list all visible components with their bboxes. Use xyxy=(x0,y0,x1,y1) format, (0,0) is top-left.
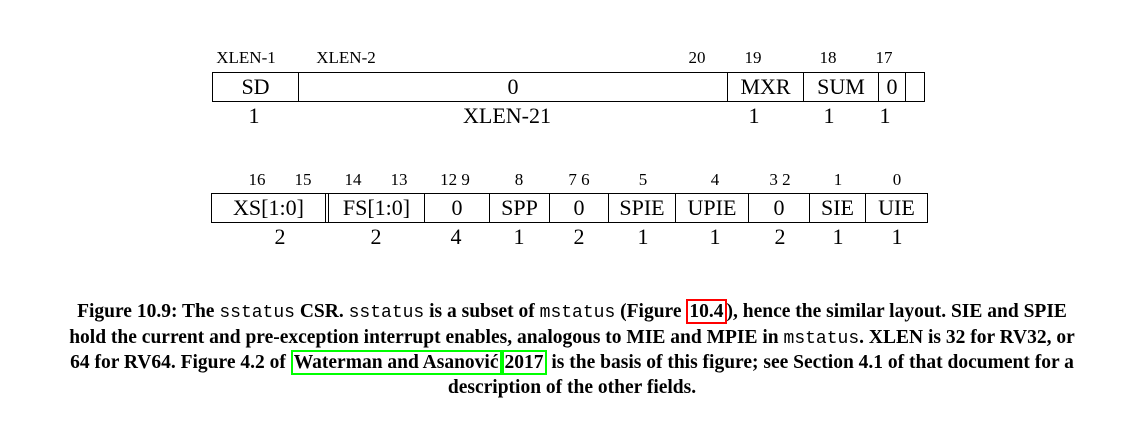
bit-label: 16 xyxy=(248,170,266,189)
field-width: 1 xyxy=(879,103,891,128)
citation-year-link[interactable]: 2017 xyxy=(501,350,547,375)
code-sstatus: sstatus xyxy=(219,303,295,323)
figure-caption: Figure 10.9: The sstatus CSR. sstatus is… xyxy=(60,299,1084,400)
field-width: 1 xyxy=(637,224,649,249)
field-sum: SUM xyxy=(804,73,879,101)
field-uie: UIE xyxy=(878,195,915,220)
field-xs: XS[1:0] xyxy=(212,194,326,222)
bit-label: 5 xyxy=(638,170,648,189)
bit-label: 3 2 xyxy=(769,170,791,189)
bit-label: 7 6 xyxy=(568,170,590,189)
citation-authors-link[interactable]: Waterman and Asanović xyxy=(290,350,502,375)
field-width: 1 xyxy=(248,103,260,128)
field-width: 2 xyxy=(370,224,382,249)
field-mxr: MXR xyxy=(728,73,804,101)
bit-label: 18 xyxy=(819,48,837,67)
field-fs: FS[1:0] xyxy=(329,194,425,222)
field-spp: SPP xyxy=(490,194,550,222)
code-sstatus: sstatus xyxy=(348,303,425,323)
field-width: 1 xyxy=(891,224,903,249)
bit-label: 17 xyxy=(875,48,893,67)
figure-reference-link[interactable]: 10.4 xyxy=(686,299,727,324)
field-width: 1 xyxy=(823,103,835,128)
bit-label: XLEN-1 xyxy=(216,48,276,67)
bit-label: XLEN-2 xyxy=(316,48,376,67)
field-width: 1 xyxy=(832,224,844,249)
caption-text: (Figure xyxy=(615,301,687,322)
field-width: 2 xyxy=(274,224,286,249)
caption-text: CSR. xyxy=(294,301,349,322)
field-upie: UPIE xyxy=(676,194,749,222)
bit-label: 13 xyxy=(390,170,408,189)
code-mstatus: mstatus xyxy=(783,328,860,349)
caption-text: . XLEN is 32 for RV32, or 64 for RV64. F… xyxy=(70,326,1075,374)
field-reserved: 0 xyxy=(425,194,490,222)
field-width: 2 xyxy=(573,224,585,249)
caption-text: Figure 10.9: The xyxy=(77,301,220,322)
caption-text: is the basis of this figure; see Section… xyxy=(447,352,1074,398)
field-sie: SIE xyxy=(810,194,866,222)
bit-label: 20 xyxy=(688,48,706,67)
field-width: 2 xyxy=(774,224,786,249)
bit-label: 8 xyxy=(514,170,524,189)
bit-label: 19 xyxy=(744,48,762,67)
bit-label: 15 xyxy=(294,170,312,189)
field-width: 1 xyxy=(709,224,721,249)
bit-label: 0 xyxy=(892,170,902,189)
bottom-field-row: XS[1:0] FS[1:0] 0 SPP 0 SPIE UPIE 0 SIE … xyxy=(211,193,928,223)
field-sd: SD xyxy=(213,73,299,101)
field-reserved: 0 xyxy=(879,73,906,101)
caption-text: is a subset of xyxy=(424,301,540,322)
field-width: 1 xyxy=(513,224,525,249)
field-divider xyxy=(326,194,329,222)
field-width: 4 xyxy=(450,224,462,249)
field-reserved: 0 xyxy=(749,194,810,222)
field-width: XLEN-21 xyxy=(463,103,551,128)
bit-label: 1 xyxy=(833,170,843,189)
bit-label: 4 xyxy=(710,170,720,189)
bit-label: 12 9 xyxy=(440,170,470,189)
top-field-row: SD 0 MXR SUM 0 xyxy=(212,72,925,102)
bit-label: 14 xyxy=(344,170,362,189)
field-reserved: 0 xyxy=(299,73,728,101)
field-width: 1 xyxy=(748,103,760,128)
field-reserved: 0 xyxy=(550,194,609,222)
field-spie: SPIE xyxy=(609,194,676,222)
code-mstatus: mstatus xyxy=(539,303,616,323)
caption-text: ), hence the similar layout. SIE and SPI… xyxy=(69,301,1067,348)
